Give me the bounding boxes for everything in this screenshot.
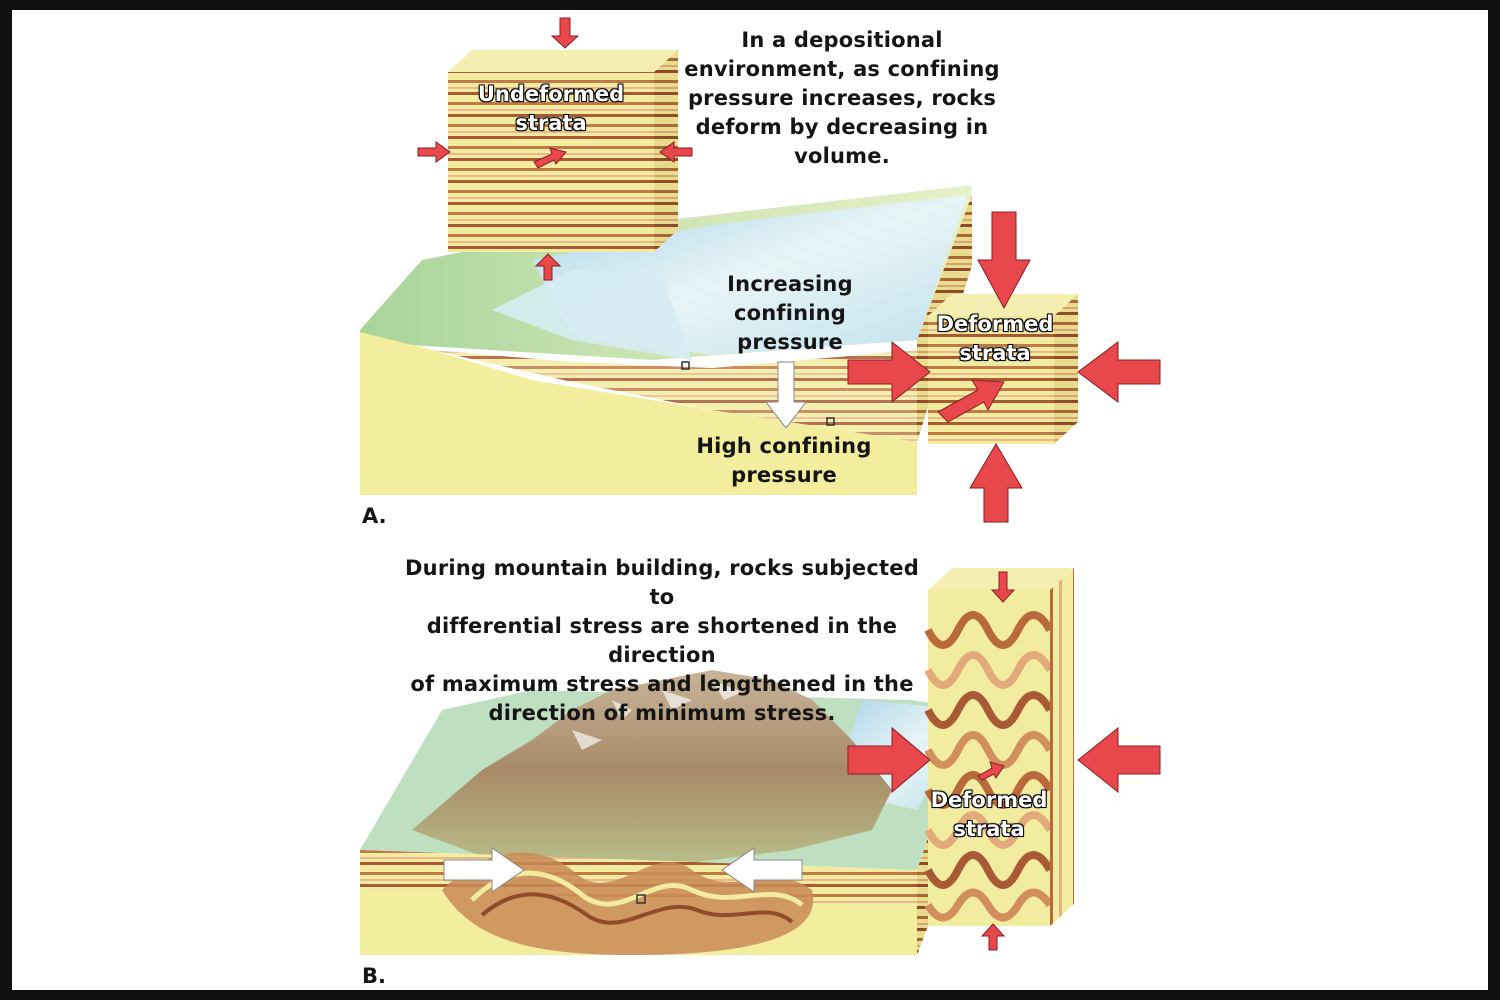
caption-line: of maximum stress and lengthened in the xyxy=(410,672,914,696)
figure-frame: In a depositional environment, as confin… xyxy=(12,10,1488,990)
panel-a-caption: In a depositional environment, as confin… xyxy=(662,26,1022,171)
sample-marker xyxy=(681,361,690,370)
caption-line: pressure increases, rocks xyxy=(687,86,997,110)
label-line: strata xyxy=(515,111,587,135)
caption-line: volume. xyxy=(794,144,890,168)
label-line: confining xyxy=(733,301,847,325)
caption-line: direction of minimum stress. xyxy=(488,701,836,725)
arrow-compress-right xyxy=(721,847,803,893)
lagoon xyxy=(492,270,692,360)
caption-line: In a depositional xyxy=(741,28,943,52)
deformed-block-side-a xyxy=(1054,294,1078,444)
panel-b-artwork xyxy=(360,568,1161,955)
arrow-shear-small-b xyxy=(977,761,1005,781)
increasing-pressure-label: Increasing confining pressure xyxy=(702,270,878,357)
folded-strata-core xyxy=(442,852,814,955)
label-line: strata xyxy=(953,817,1025,841)
deformed-block-side-b xyxy=(1050,568,1074,926)
label-line: strata xyxy=(959,341,1031,365)
arrow-compress-left xyxy=(443,847,525,893)
caption-line: deform by decreasing in xyxy=(695,115,989,139)
caption-line: differential stress are shortened in the… xyxy=(426,614,898,667)
label-line: Deformed xyxy=(936,312,1054,336)
label-line: Increasing xyxy=(727,272,853,296)
panel-a-artwork xyxy=(360,17,1161,523)
sand-block-face xyxy=(360,332,917,495)
arrow-up-large xyxy=(969,443,1023,523)
sediment-wedge xyxy=(432,350,917,442)
undeformed-block-top xyxy=(448,50,678,72)
arrow-right-large-b xyxy=(847,726,931,794)
label-line: High confining xyxy=(696,434,872,458)
deformed-strata-label-b: Deformed strata xyxy=(924,786,1054,844)
panel-a-label: A. xyxy=(362,504,387,528)
diagram-artwork xyxy=(360,17,1161,955)
arrow-shear-large xyxy=(937,379,1005,423)
caption-line: During mountain building, rocks subjecte… xyxy=(405,556,919,609)
caption-line: environment, as confining xyxy=(684,57,1000,81)
label-line: pressure xyxy=(737,330,843,354)
label-line: pressure xyxy=(731,463,837,487)
arrow-left-large xyxy=(1077,341,1161,403)
arrow-right-small xyxy=(417,141,451,163)
panel-b-caption: During mountain building, rocks subjecte… xyxy=(392,554,932,728)
arrow-down-large xyxy=(977,211,1031,310)
label-line: Deformed xyxy=(930,788,1048,812)
sample-marker xyxy=(636,894,646,904)
arrow-down-small xyxy=(550,17,580,49)
arrow-shear-small xyxy=(533,147,567,169)
panel-b-label: B. xyxy=(362,964,386,988)
mountain-range xyxy=(412,670,892,870)
arrow-up-small xyxy=(534,253,562,281)
undeformed-strata-label: Undeformed strata xyxy=(448,80,654,138)
block-b-folds xyxy=(924,611,1054,922)
high-pressure-label: High confining pressure xyxy=(684,432,884,490)
arrow-down-white xyxy=(764,361,808,429)
deformed-strata-label-a: Deformed strata xyxy=(928,310,1062,368)
arrow-left-small xyxy=(659,141,693,163)
deformed-block-front-a xyxy=(928,316,1054,444)
sample-marker xyxy=(826,417,835,426)
arrow-left-large-b xyxy=(1077,726,1161,794)
arrow-up-small-b xyxy=(980,923,1006,951)
label-line: Undeformed xyxy=(477,82,625,106)
arrow-right-large xyxy=(847,340,931,404)
arrow-down-small-b xyxy=(990,571,1016,603)
